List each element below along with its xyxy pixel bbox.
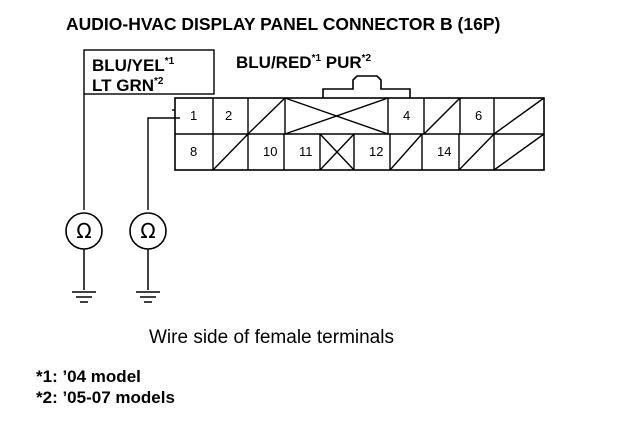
ohm-symbol-icon: Ω (140, 219, 155, 243)
terminal-side-caption: Wire side of female terminals (149, 327, 394, 348)
empty-cavity-mark (493, 133, 545, 171)
pin-label-14: 14 (437, 144, 451, 159)
plugged-cavity-mark (319, 133, 355, 171)
connector-grid (175, 97, 545, 171)
ground-connections (72, 249, 160, 303)
wire-color-blu-red: BLU/RED (236, 53, 312, 72)
wire-label-left-alt: LT GRN*2 (92, 76, 164, 95)
wire-label-left: BLU/YEL*1 (92, 56, 175, 75)
pin-label-4: 4 (403, 108, 410, 123)
empty-cavity-mark (389, 133, 423, 171)
wire-color-blu-yel: BLU/YEL (92, 56, 165, 75)
wire-color-lt-grn: LT GRN (92, 76, 154, 95)
footnote-1: *1: ’04 model (36, 367, 141, 386)
diagram-title: AUDIO-HVAC DISPLAY PANEL CONNECTOR B (16… (66, 14, 500, 34)
empty-cavity-mark (493, 97, 545, 135)
ground-icon (136, 291, 160, 303)
ohm-symbol-icon: Ω (76, 219, 91, 243)
pin-label-1: 1 (190, 108, 197, 123)
pin-label-8: 8 (190, 144, 197, 159)
empty-cavity-mark (423, 97, 461, 135)
lead-right (147, 117, 180, 210)
footnote-mark-1: *1 (165, 56, 175, 67)
plugged-cavity-mark (284, 97, 389, 135)
connector-lock-tab (322, 75, 411, 98)
connector-16p (174, 75, 545, 171)
pin-label-2: 2 (225, 108, 232, 123)
footnote-2: *2: ’05-07 models (36, 388, 175, 407)
wire-label-right: BLU/RED*1 PUR*2 (236, 53, 372, 72)
ohmmeter-right: Ω (129, 212, 167, 250)
footnote-mark-1: *1 (312, 53, 322, 64)
pin-label-10: 10 (263, 144, 277, 159)
empty-cavity-mark (458, 133, 495, 171)
test-leads (83, 94, 180, 210)
wire-label-box (83, 49, 215, 95)
ohmmeter-left: Ω (65, 212, 103, 250)
pin-label-11: 11 (299, 144, 313, 159)
footnote-mark-2: *2 (362, 53, 372, 64)
empty-cavity-mark (247, 97, 286, 135)
empty-cavity-mark (212, 133, 249, 171)
pin-label-6: 6 (475, 108, 482, 123)
wire-color-pur: PUR (326, 53, 362, 72)
footnote-mark-2: *2 (154, 76, 164, 87)
pin-label-12: 12 (369, 144, 383, 159)
ground-icon (72, 291, 96, 303)
